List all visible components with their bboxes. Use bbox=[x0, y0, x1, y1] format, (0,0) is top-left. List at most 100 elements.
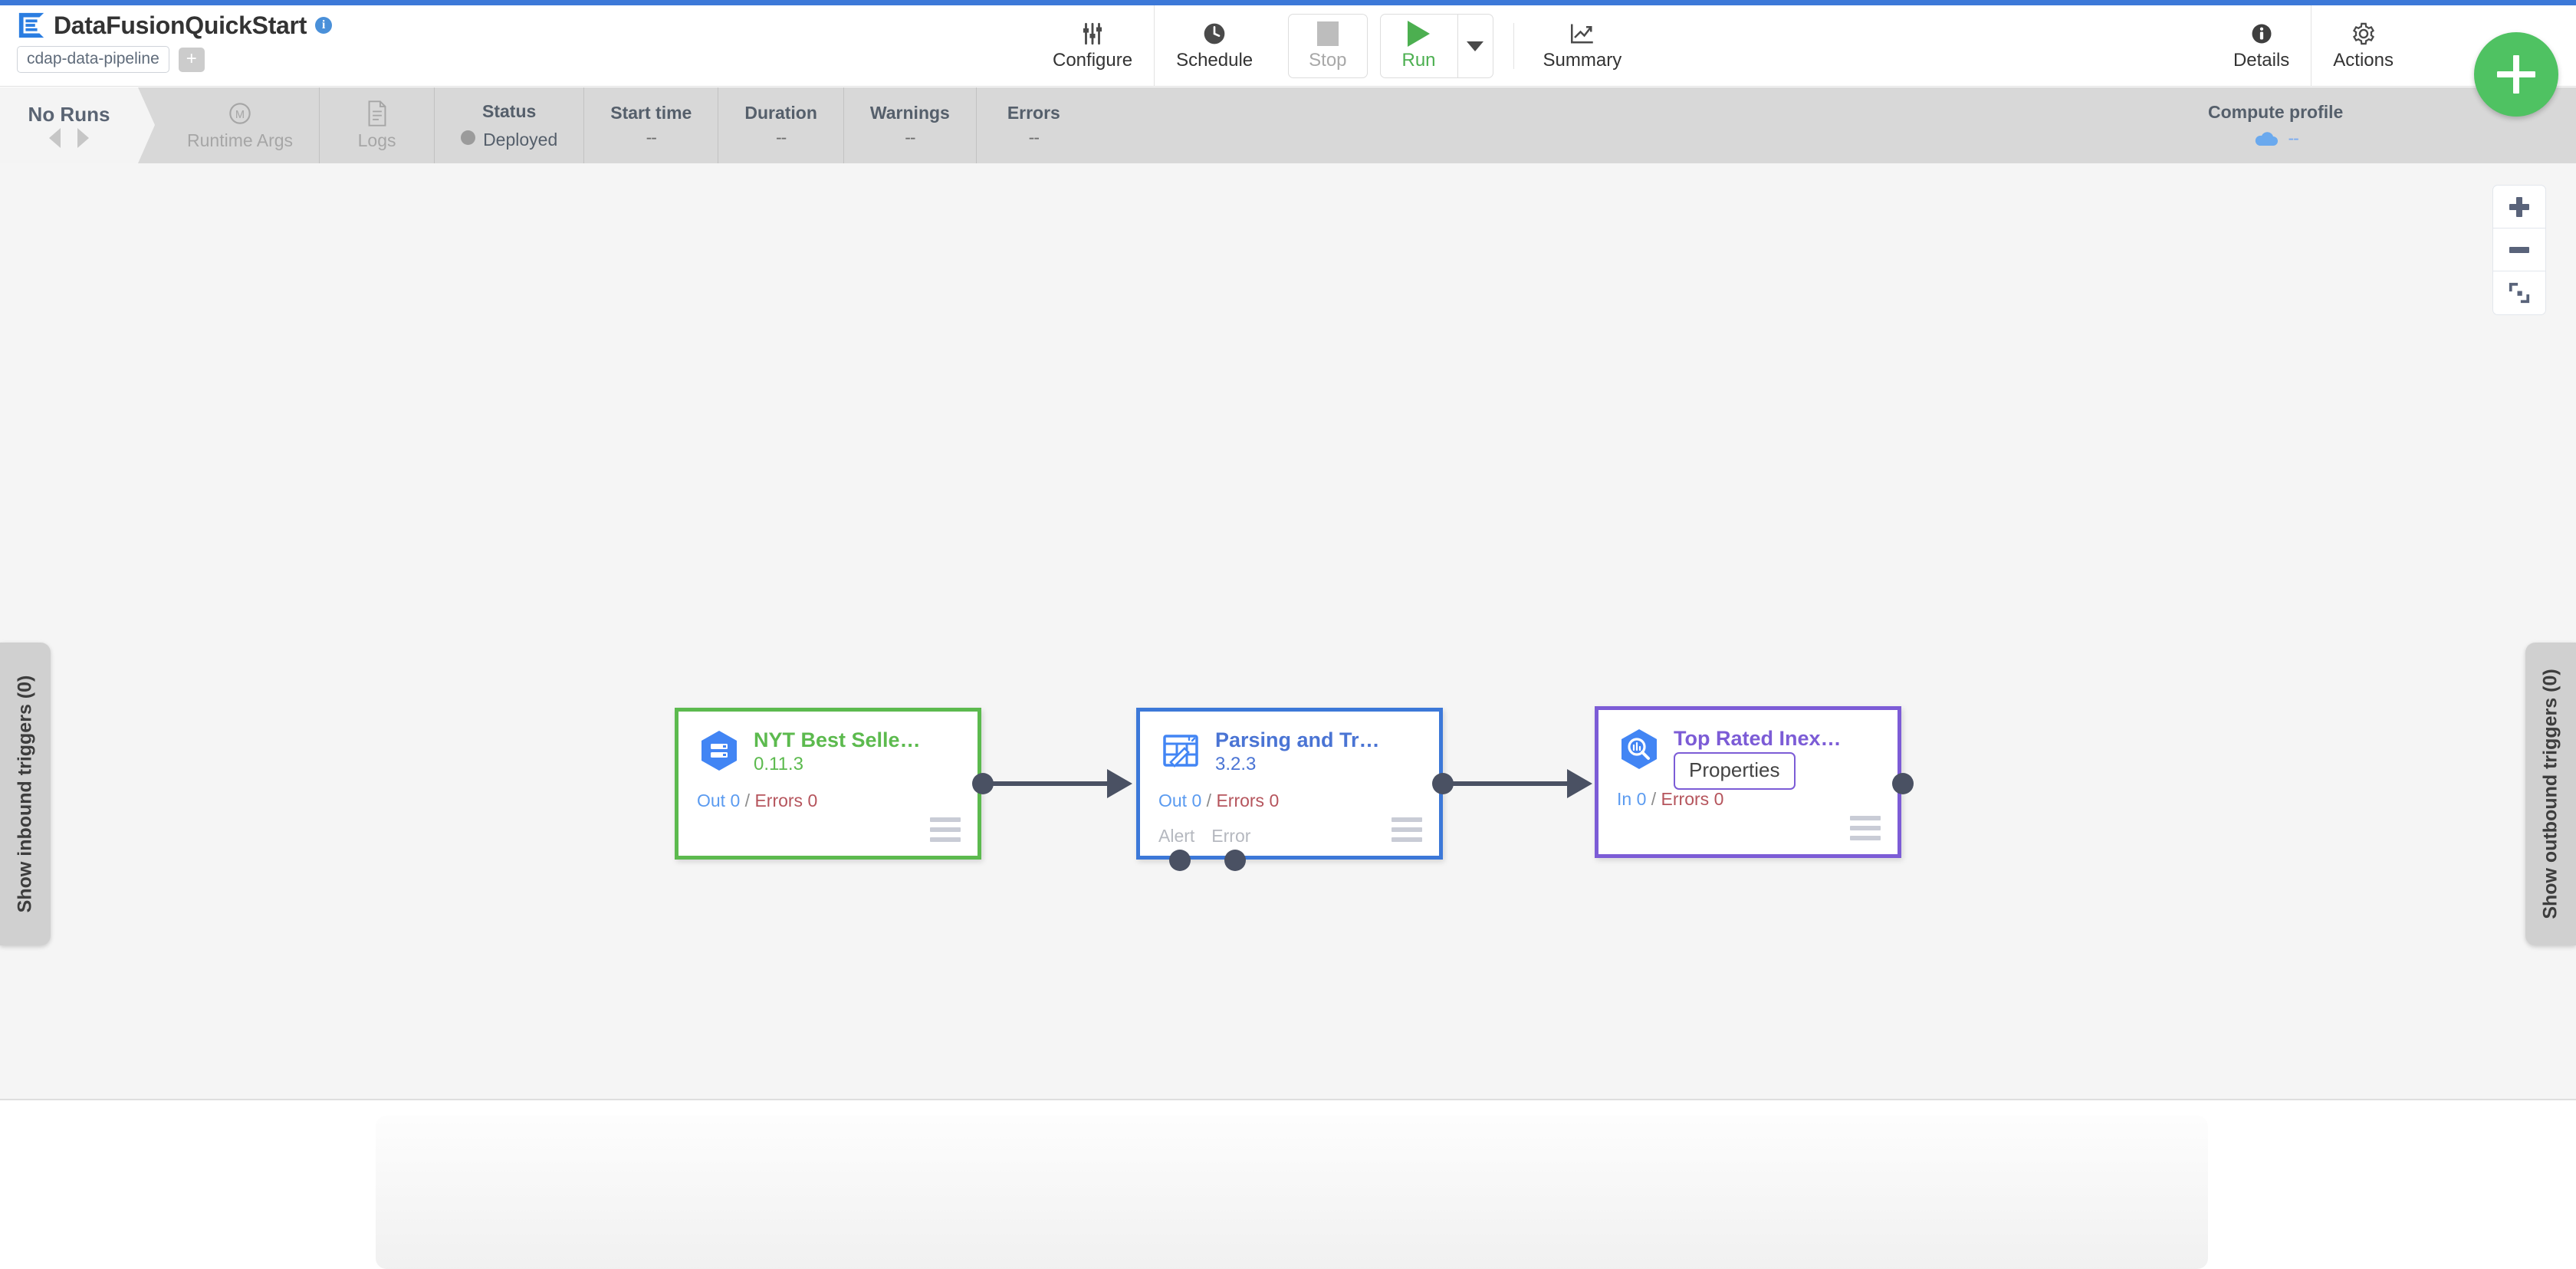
stop-button[interactable]: Stop bbox=[1288, 14, 1368, 78]
node-metric-errors-label: Errors bbox=[754, 791, 803, 810]
run-stats-bar: No Runs M Runtime Args bbox=[0, 87, 2576, 163]
toolbar-right: Details Actions bbox=[2212, 5, 2415, 87]
warnings-value: -- bbox=[905, 127, 915, 147]
zoom-in-button[interactable] bbox=[2493, 186, 2545, 228]
zoom-out-button[interactable] bbox=[2493, 228, 2545, 271]
pipeline-node-source[interactable]: NYT Best Selle… 0.11.3 Out 0 / Errors 0 bbox=[675, 708, 981, 860]
node-metrics: In 0 / Errors 0 bbox=[1617, 789, 1723, 810]
chevron-left-icon[interactable] bbox=[49, 128, 61, 148]
node-port-alert-label: Alert bbox=[1158, 826, 1195, 846]
runs-selector[interactable]: No Runs bbox=[0, 87, 138, 163]
app-header: DataFusionQuickStart i cdap-data-pipelin… bbox=[0, 5, 2576, 87]
node-metrics: Out 0 / Errors 0 bbox=[697, 791, 817, 811]
line-chart-icon bbox=[1569, 21, 1595, 47]
status-row: Deployed bbox=[461, 126, 557, 150]
inbound-triggers-tab[interactable]: Show inbound triggers (0) bbox=[0, 643, 51, 945]
bottom-area bbox=[0, 1100, 2576, 1269]
cdap-logo-icon bbox=[18, 12, 44, 38]
node-text: Parsing and Tr… 3.2.3 bbox=[1215, 728, 1380, 775]
node-metric-out-label: Out bbox=[697, 791, 726, 810]
pipeline-canvas[interactable]: Show inbound triggers (0) Show outbound … bbox=[0, 163, 2576, 1100]
info-icon[interactable]: i bbox=[315, 17, 333, 34]
node-alert-port[interactable] bbox=[1169, 850, 1191, 871]
node-menu-icon[interactable] bbox=[1392, 817, 1422, 842]
svg-text:M: M bbox=[235, 109, 245, 121]
node-metric-errors-value: 0 bbox=[1714, 789, 1724, 809]
chevron-right-icon[interactable] bbox=[77, 128, 89, 148]
warnings-cell: Warnings -- bbox=[843, 87, 976, 163]
runs-title: No Runs bbox=[28, 103, 110, 126]
schedule-label: Schedule bbox=[1176, 50, 1254, 71]
runtime-args-label: Runtime Args bbox=[187, 130, 294, 150]
run-button-group: Run bbox=[1379, 14, 1493, 78]
start-time-value: -- bbox=[646, 127, 657, 147]
node-version: 0.11.3 bbox=[754, 754, 803, 775]
runs-tab-notch bbox=[138, 87, 155, 163]
node-error-port[interactable] bbox=[1224, 850, 1246, 871]
node-metric-out-label: Out bbox=[1158, 791, 1188, 810]
node-text: NYT Best Selle… 0.11.3 bbox=[754, 728, 921, 775]
fit-to-screen-button[interactable] bbox=[2493, 271, 2545, 314]
node-properties-tooltip[interactable]: Properties bbox=[1674, 752, 1796, 790]
play-triangle-icon bbox=[1408, 21, 1431, 47]
node-metrics: Out 0 / Errors 0 bbox=[1158, 791, 1279, 811]
node-output-port[interactable] bbox=[972, 773, 994, 794]
add-plugin-fab-button[interactable] bbox=[2474, 32, 2558, 117]
zoom-controls bbox=[2492, 185, 2546, 315]
brand-row: DataFusionQuickStart i bbox=[17, 9, 333, 41]
connector-line bbox=[1449, 781, 1572, 786]
node-metric-errors-value: 0 bbox=[1269, 791, 1280, 810]
node-header: Top Rated Inex… bbox=[1598, 710, 1898, 771]
compute-profile-value: -- bbox=[2288, 128, 2299, 148]
node-output-port[interactable] bbox=[1432, 773, 1454, 794]
node-metric-out-value: 0 bbox=[730, 791, 741, 810]
pipeline-node-transform[interactable]: Parsing and Tr… 3.2.3 Out 0 / Errors 0 A… bbox=[1136, 708, 1443, 860]
outbound-triggers-label: Show outbound triggers (0) bbox=[2539, 669, 2561, 919]
pipeline-node-sink[interactable]: Top Rated Inex… Properties In 0 / Errors… bbox=[1595, 706, 1901, 858]
status-cell: Status Deployed bbox=[434, 87, 583, 163]
duration-value: -- bbox=[775, 127, 787, 147]
connector-arrow-icon bbox=[1567, 769, 1592, 798]
details-button[interactable]: Details bbox=[2212, 5, 2311, 87]
schedule-button[interactable]: Schedule bbox=[1154, 5, 1274, 87]
connector-line bbox=[989, 781, 1112, 786]
runtime-args-button[interactable]: M Runtime Args bbox=[161, 87, 319, 163]
warnings-header: Warnings bbox=[869, 103, 950, 123]
run-dropdown-button[interactable] bbox=[1457, 15, 1493, 77]
node-output-port[interactable] bbox=[1892, 773, 1914, 794]
gear-icon bbox=[2351, 21, 2376, 47]
runs-nav-group bbox=[49, 128, 89, 148]
node-metric-errors-value: 0 bbox=[807, 791, 818, 810]
main-toolbar: Configure Schedule Stop Run bbox=[1031, 5, 1643, 87]
summary-button[interactable]: Summary bbox=[1522, 5, 1644, 87]
outbound-triggers-tab[interactable]: Show outbound triggers (0) bbox=[2525, 643, 2576, 945]
compute-profile-cell[interactable]: Compute profile -- bbox=[2208, 87, 2343, 163]
node-metric-separator: / bbox=[744, 791, 751, 810]
node-metric-out-value: 0 bbox=[1191, 791, 1202, 810]
errors-header: Errors bbox=[1007, 103, 1060, 123]
node-header: NYT Best Selle… 0.11.3 bbox=[678, 712, 978, 775]
configure-button[interactable]: Configure bbox=[1031, 5, 1154, 87]
logs-button[interactable]: Logs bbox=[319, 87, 434, 163]
info-circle-icon bbox=[2250, 21, 2273, 47]
zoom-out-icon bbox=[2509, 246, 2529, 253]
duration-cell: Duration -- bbox=[718, 87, 843, 163]
actions-button[interactable]: Actions bbox=[2311, 5, 2415, 87]
actions-label: Actions bbox=[2333, 50, 2394, 71]
chevron-down-icon bbox=[1467, 41, 1484, 51]
sliders-icon bbox=[1079, 21, 1106, 47]
brand-row-2: cdap-data-pipeline + bbox=[17, 46, 332, 73]
run-button[interactable]: Run bbox=[1381, 15, 1457, 77]
errors-value: -- bbox=[1028, 127, 1040, 147]
clock-icon bbox=[1202, 21, 1227, 47]
fit-to-screen-icon bbox=[2509, 282, 2530, 304]
node-menu-icon[interactable] bbox=[1850, 816, 1881, 840]
status-value: Deployed bbox=[483, 129, 558, 150]
node-title: NYT Best Selle… bbox=[754, 728, 921, 751]
zoom-in-icon bbox=[2509, 196, 2529, 217]
artifact-type-chip[interactable]: cdap-data-pipeline bbox=[17, 46, 169, 73]
cloud-icon bbox=[2255, 131, 2278, 146]
node-port-error-label: Error bbox=[1211, 826, 1251, 846]
node-menu-icon[interactable] bbox=[930, 817, 961, 842]
add-tag-button[interactable]: + bbox=[178, 47, 205, 72]
